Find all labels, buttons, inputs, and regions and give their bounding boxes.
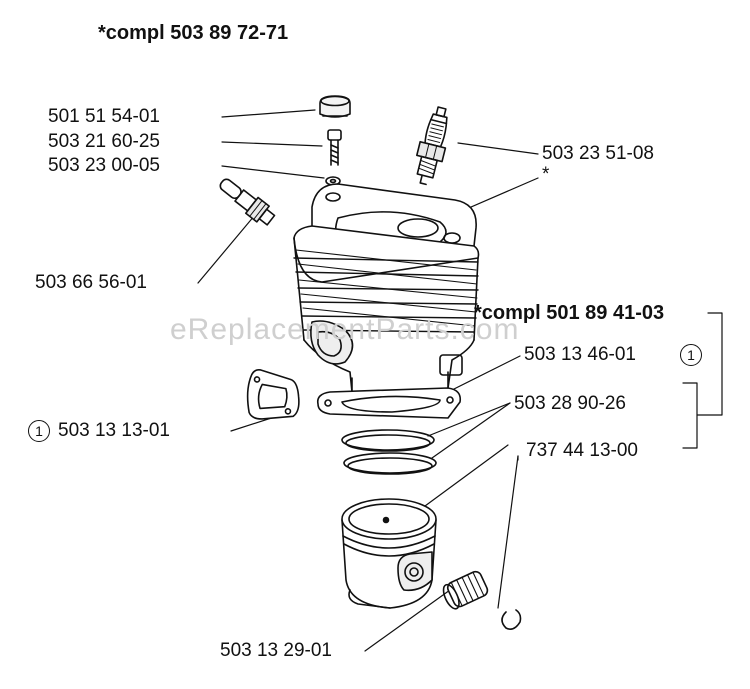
part-label-asterisk: * xyxy=(542,164,550,185)
part-label[interactable]: 501 51 54-01 xyxy=(48,106,160,127)
watermark: eReplacementParts.com xyxy=(170,313,520,346)
circlip-drawing xyxy=(501,609,522,630)
spark-plug-drawing xyxy=(416,106,448,186)
piston-drawing xyxy=(341,498,437,609)
subassembly-title[interactable]: *compl 501 89 41-03 xyxy=(474,302,665,324)
needle-bearing-drawing xyxy=(442,570,489,610)
part-label[interactable]: 503 28 90-26 xyxy=(514,393,626,414)
decompression-valve-drawing xyxy=(219,178,276,226)
cylinder-drawing xyxy=(293,183,480,397)
note-marker: 1 xyxy=(680,344,702,366)
part-label[interactable]: 503 21 60-25 xyxy=(48,131,160,152)
screw-drawing xyxy=(327,129,342,166)
part-label[interactable]: 503 13 29-01 xyxy=(220,640,332,661)
note-marker: 1 xyxy=(28,420,50,442)
piston-rings-drawing xyxy=(341,429,437,475)
leader-lines xyxy=(197,109,539,652)
part-label[interactable]: 737 44 13-00 xyxy=(526,440,638,461)
part-label[interactable]: 503 23 51-08 xyxy=(542,143,654,164)
part-label[interactable]: 503 66 56-01 xyxy=(35,272,147,293)
part-label[interactable]: 503 13 13-01 xyxy=(58,420,170,441)
part-label[interactable]: 503 23 00-05 xyxy=(48,155,160,176)
assembly-title: *compl 503 89 72-71 xyxy=(98,22,289,44)
part-label[interactable]: 503 13 46-01 xyxy=(524,344,636,365)
decompression-plug-drawing xyxy=(319,95,351,118)
cylinder-gasket-drawing xyxy=(316,387,462,419)
subassembly-brackets xyxy=(682,312,723,449)
exhaust-gasket-drawing xyxy=(246,369,300,420)
